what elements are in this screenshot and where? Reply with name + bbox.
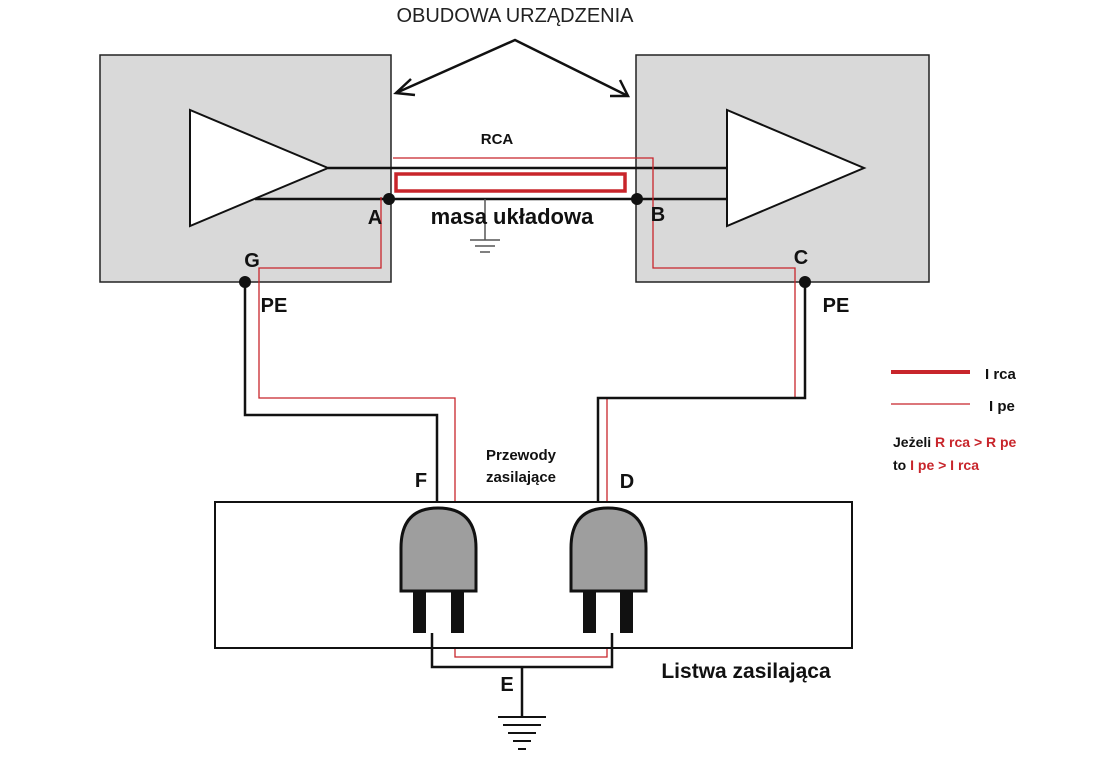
condition-line2-prefix: to [893,457,910,473]
point-a-label: A [368,207,382,229]
condition-line2: to I pe > I rca [893,457,979,473]
ipe-current-path [258,157,796,658]
pe-left-label: PE [261,295,288,317]
condition-line1-prefix: Jeżeli [893,434,935,450]
przewody-label-line1: Przewody [486,447,557,464]
legend: I rca I pe [891,366,1017,415]
listwa-label: Listwa zasilająca [661,660,831,683]
junction-b [631,193,643,205]
enclosure-arrows [393,38,631,98]
plug-left-icon [399,506,478,633]
condition-line1-red: R rca > R pe [935,434,1017,450]
condition-line1: Jeżeli R rca > R pe [893,434,1017,450]
legend-irca-label: I rca [985,366,1017,383]
pe-wire-right [596,282,807,510]
point-c-label: C [794,247,808,269]
junction-a [383,193,395,205]
pe-right-label: PE [823,295,850,317]
earth-ground-icon [498,716,546,750]
point-d-label: D [620,471,634,493]
point-g-label: G [244,250,260,272]
legend-ipe-label: I pe [989,398,1015,415]
przewody-label-line2: zasilające [486,469,556,486]
enclosure-title: OBUDOWA URZĄDZENIA [396,5,634,27]
point-b-label: B [651,204,665,226]
left-amplifier-symbol [189,108,331,228]
condition-line2-red: I pe > I rca [910,457,979,473]
rca-cable [255,166,727,201]
point-f-label: F [415,470,427,492]
point-e-label: E [500,674,513,696]
irca-current-path [394,172,627,193]
earth-wiring [430,633,614,717]
rca-label: RCA [481,131,514,148]
plug-right-icon [569,506,648,633]
signal-ground-symbol [470,199,500,253]
pe-wire-left [243,282,439,510]
power-strip [214,501,853,649]
masa-ukladowa-label: masa układowa [431,204,594,229]
